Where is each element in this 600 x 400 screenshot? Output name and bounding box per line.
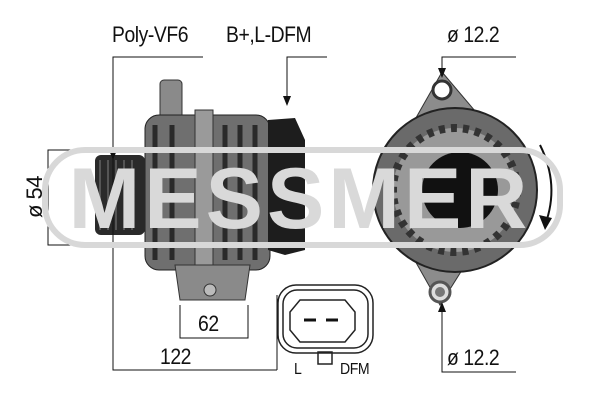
connector-label: B+,L-DFM [226, 22, 312, 47]
watermark-text: MESSMER [69, 151, 532, 247]
bottom-hole-diameter: ø 12.2 [447, 345, 500, 370]
mount-width-dimension: 62 [198, 311, 219, 336]
rotation-arrow-head-icon [539, 215, 552, 230]
pulley-label: Poly-VF6 [112, 22, 189, 47]
top-hole-diameter: ø 12.2 [447, 22, 500, 47]
plug-pin-dfm: DFM [340, 361, 370, 378]
connector-plug-icon [277, 284, 374, 365]
alternator-side-view [95, 79, 305, 301]
watermark-logo: MESSMER [42, 147, 563, 248]
total-length-dimension: 122 [160, 344, 191, 369]
pulley-diameter-dimension: ø 54 [22, 175, 47, 218]
plug-pin-l: L [294, 361, 302, 378]
